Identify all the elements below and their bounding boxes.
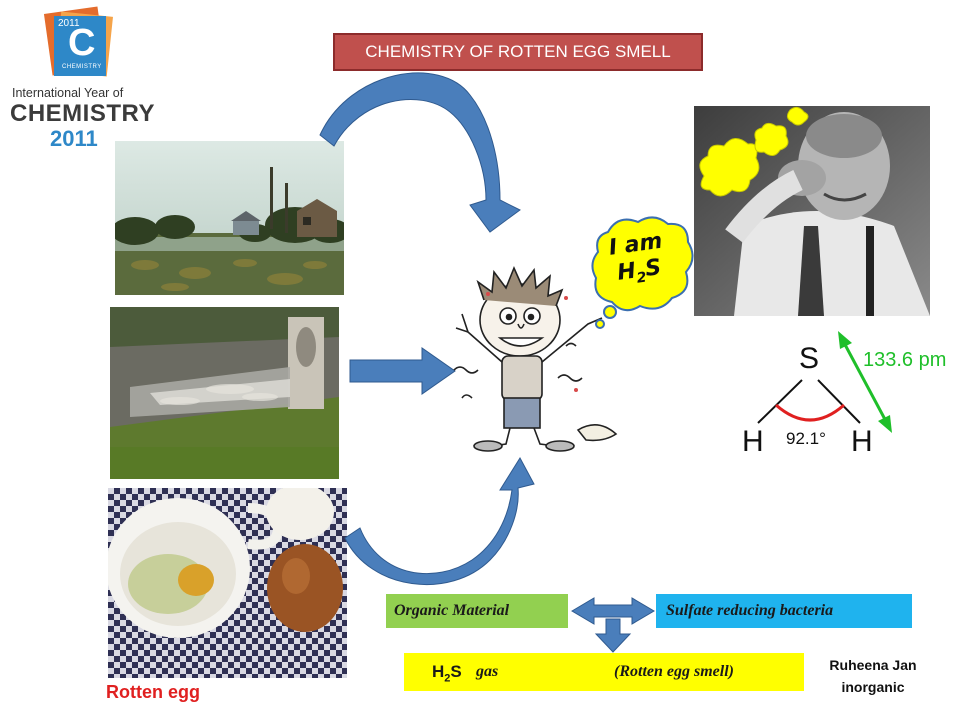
curved-arrow-top [319,72,521,233]
logo-small-year: 2011 [58,18,80,29]
atom-sulfur: S [799,342,820,375]
rotten-egg-photo [108,488,347,678]
arrow-down [594,618,632,653]
sewage-drain-photo [110,307,339,479]
h2s-s: S [450,662,462,681]
smelly-cartoon-boy [453,265,618,452]
rotten-egg-caption: Rotten egg [106,682,200,702]
h2s-gas-box: H2S gas (Rotten egg smell) [404,653,804,691]
h2s-molecule-diagram [757,331,892,433]
speech-bubble-shape [591,216,694,329]
h2s-gas-word: gas [476,663,499,680]
author-name: Ruheena Jan [829,657,917,673]
speech-h: H [615,258,638,286]
iyc-2011-logo: 2011 C CHEMISTRY International Year of C… [8,6,154,156]
author-dept: inorganic [841,679,905,695]
logo-letter: C [68,22,96,64]
h2s-formula: H2S [432,662,462,684]
atom-hydrogen-left: H [742,425,764,458]
logo-small-word: CHEMISTRY [62,64,102,70]
logo-card-blue [54,16,106,76]
speech-bubble-text: I am H2S [602,228,674,296]
slide-title: CHEMISTRY OF ROTTEN EGG SMELL [333,33,703,71]
h2s-h: H [432,662,445,681]
rotten-egg-smell-note: (Rotten egg smell) [614,663,734,680]
logo-line-2: CHEMISTRY [10,100,155,127]
organic-material-box: Organic Material [386,594,568,628]
bond-angle-label: 92.1° [786,429,826,448]
man-holding-nose-photo [694,106,930,316]
speech-s: S [643,254,663,282]
author-credit: Ruheena Jan inorganic [818,654,928,698]
double-arrow-horizontal [571,597,655,625]
straight-arrow-middle [349,347,456,395]
curved-arrow-bottom [344,457,535,586]
flooded-village-photo [115,141,344,295]
logo-line-3: 2011 [50,126,98,151]
atom-hydrogen-right: H [851,425,873,458]
sulfate-bacteria-box: Sulfate reducing bacteria [656,594,912,628]
logo-line-1: International Year of [12,86,124,100]
bond-length-label: 133.6 pm [863,349,947,371]
h2s-subscript: 2 [444,672,451,685]
